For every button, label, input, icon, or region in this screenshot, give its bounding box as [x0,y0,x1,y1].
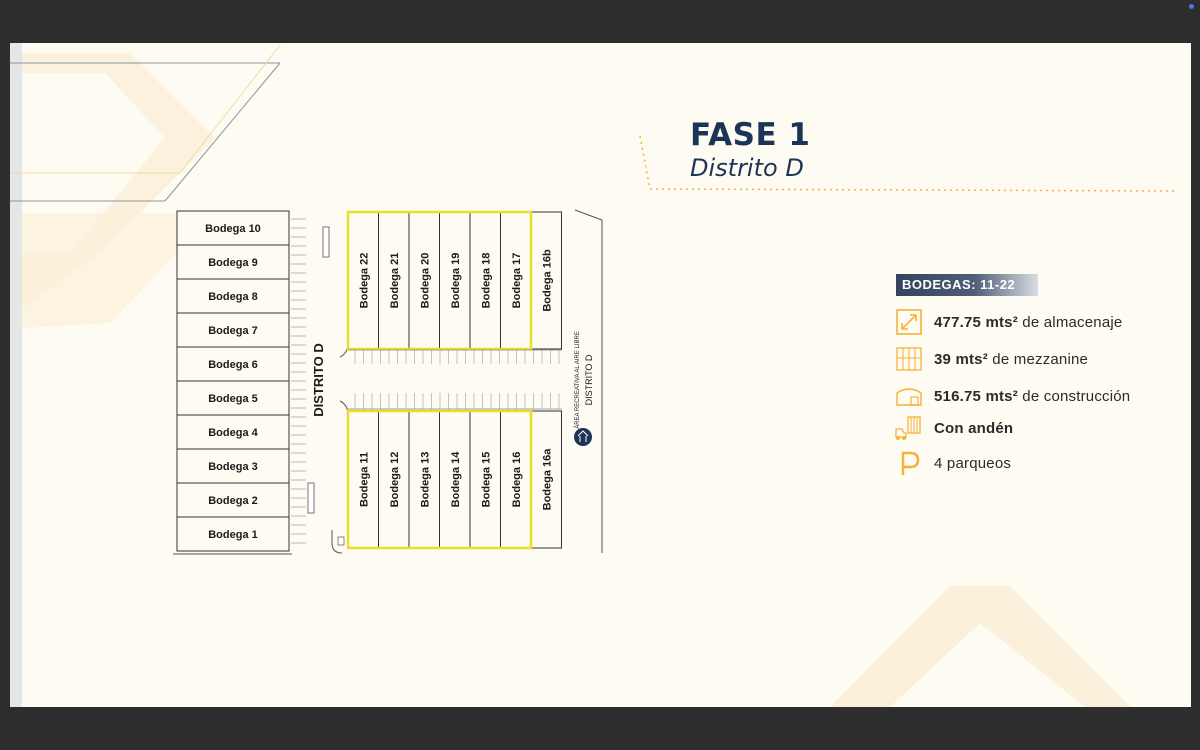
unit-label: Bodega 1 [208,529,258,541]
spec-storage-value: 477.75 mts² [934,313,1018,331]
unit-label: Bodega 6 [208,359,258,371]
site-map: Bodega 10 Bodega 9 Bodega 8 Bodega 7 Bodega … [173,209,603,555]
unit-label: Bodega 22 [358,253,370,309]
spec-storage-label: de almacenaje [1017,313,1123,331]
unit-label: Bodega 15 [480,452,492,508]
unit-label: Bodega 8 [208,291,258,303]
spec-dock-value: Con andén [934,419,1014,437]
spec-parking-value: 4 [934,454,943,472]
recreation-icon-mark [577,430,589,442]
unit-cell [176,448,290,484]
left-strip [10,43,22,707]
spec-mezzanine-label: de mezzanine [987,350,1089,368]
vehicle [322,226,330,258]
unit-label: Bodega 3 [208,461,258,473]
marker [337,536,345,546]
highlight-block [346,210,533,351]
spec-storage: 477.75 mts² de almacenaje [894,307,1122,337]
unit-label: Bodega 20 [419,253,431,309]
unit-cell [347,410,379,549]
unit-label: Bodega 9 [208,257,258,269]
unit-label: Bodega 19 [450,253,462,309]
forklift-icon [894,413,924,443]
bodegas-badge: BODEGAS: 11-22 [896,274,1038,296]
unit-cell [439,211,471,350]
area-label: DISTRITO D [584,354,594,405]
heading: FASE 1 Distrito D [690,117,810,183]
unit-label: Bodega 16b [541,249,553,312]
unit-label: Bodega 5 [208,393,258,405]
unit-cell [176,516,290,552]
unit-label: Bodega 13 [419,452,431,508]
vehicle [307,482,315,514]
unit-cell [176,210,290,246]
street-edge [331,530,343,554]
spec-mezzanine: 39 mts² de mezzanine [894,344,1088,374]
spec-parking-label: parqueos [942,454,1012,472]
warehouse-icon [894,381,924,411]
unit-label: Bodega 2 [208,495,258,507]
unit-label: Bodega 10 [205,223,261,235]
unit-label: Bodega 21 [389,253,401,309]
unit-label: Bodega 18 [480,253,492,309]
spec-construction: 516.75 mts² de construcción [894,381,1130,411]
unit-label: Bodega 11 [358,452,370,507]
unit-cell [530,211,562,350]
unit-cell [469,211,501,350]
street-edge [574,209,603,553]
unit-cell [500,211,532,350]
mezzanine-icon [894,344,924,374]
spec-dock: Con andén [894,413,1013,443]
expand-icon [894,307,924,337]
background-decor [10,44,1179,707]
page-subtitle: Distrito D [690,154,804,182]
unit-label: Bodega 12 [389,452,401,508]
unit-label: Bodega 7 [208,325,258,337]
street-label: DISTRITO D [311,343,326,416]
page-title: FASE 1 [690,117,811,153]
unit-cell [176,312,290,348]
unit-label: Bodega 14 [450,451,462,508]
parking-icon [894,448,924,478]
unit-cell [530,410,562,549]
unit-cell [408,410,440,549]
recreation-icon [574,428,592,446]
area-label-small: ÁREA RECREATIVA AL AIRE LIBRE [574,331,581,429]
spec-construction-label: de construcción [1017,387,1131,405]
unit-cell [176,278,290,314]
spec-construction-value: 516.75 mts² [934,387,1018,405]
unit-cell [469,410,501,549]
highlight-block [346,409,533,550]
spec-mezzanine-value: 39 mts² [934,350,988,368]
unit-label: Bodega 16a [541,448,553,511]
unit-cell [408,211,440,350]
window-indicator [1189,4,1194,9]
unit-cell [176,244,290,280]
unit-label: Bodega 17 [511,253,523,309]
spec-parking: 4 parqueos [894,448,1011,478]
unit-cell [176,482,290,518]
unit-label: Bodega 16 [511,452,523,508]
unit-label: Bodega 4 [208,427,258,439]
